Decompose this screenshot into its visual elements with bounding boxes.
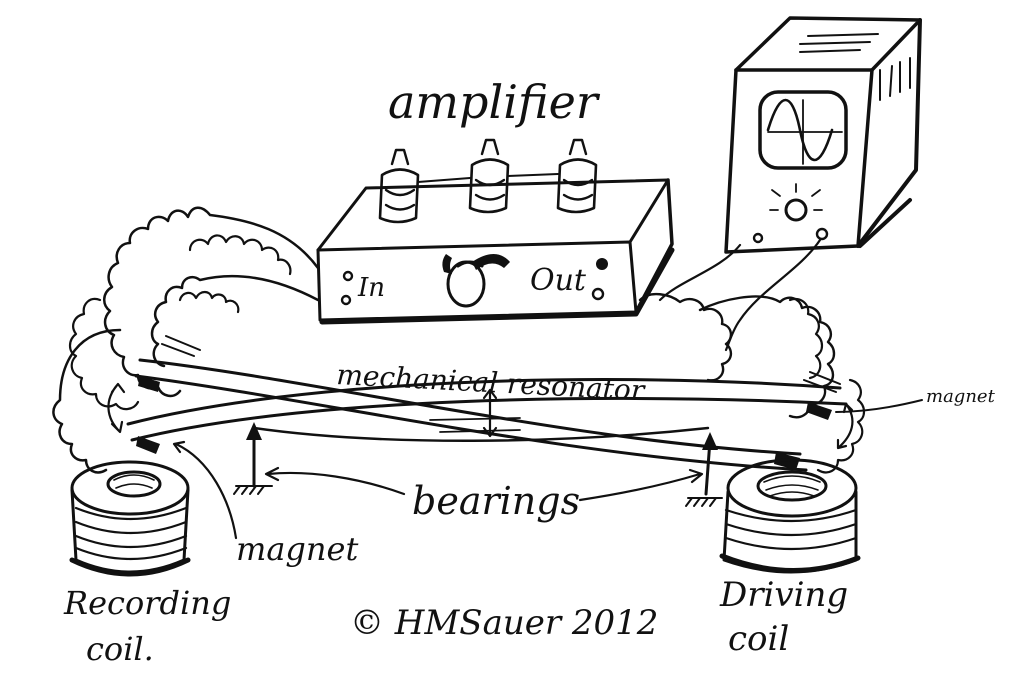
bearings-arrow-right [578,468,704,502]
motion-arrow-left [107,382,126,434]
driving-coil-label-line2: coil [728,619,789,659]
recording-coil-label-line1: Recording [63,584,231,622]
magnet-right-pointer [835,399,923,413]
recording-coil [69,460,191,577]
magnet-left-bottom [136,436,160,454]
vacuum-tube-1 [378,148,420,224]
mechanical-resonator [126,335,848,472]
out-jack-top [596,258,608,270]
oscilloscope [724,16,922,254]
amplifier-label: amplifier [388,75,601,129]
copyright-label: © HMSauer 2012 [350,603,658,643]
in-jack-bottom [340,294,352,306]
magnet-right-top [806,402,832,420]
amplifier: In Out [316,138,675,325]
vacuum-tube-2 [468,138,510,214]
wire-right-outer-loops [788,297,866,474]
wire-top-loops [178,234,292,314]
wire-coil-loops-left [68,297,140,411]
in-jack-top [342,270,354,282]
bearings-label: bearings [412,479,580,523]
magnet-left-pointer [172,440,238,540]
bearings-arrow-left [264,466,406,496]
gain-knob [442,254,510,308]
recording-coil-label-line2: coil. [86,630,154,668]
magnet-left-top [138,376,160,392]
magnet-right-label: magnet [926,386,996,407]
driving-coil-label-line1: Driving [719,575,848,615]
oscilloscope-screen [758,90,848,170]
vacuum-tube-3 [556,138,598,214]
wire-in-outer-loop [52,274,320,474]
in-label: In [357,273,385,303]
wire-oscilloscope-lead [658,238,822,352]
out-label: Out [530,263,587,298]
sine-wave-trace [766,98,834,162]
magnet-left-label: magnet [236,530,358,568]
bearing-right [685,432,723,507]
out-jack-bottom [591,287,605,301]
motion-arrow-right [836,402,854,450]
wire-in-to-recording-coil [103,206,320,398]
driving-coil [719,458,861,574]
oscilloscope-knob [784,198,808,222]
bearing-left [233,422,273,495]
